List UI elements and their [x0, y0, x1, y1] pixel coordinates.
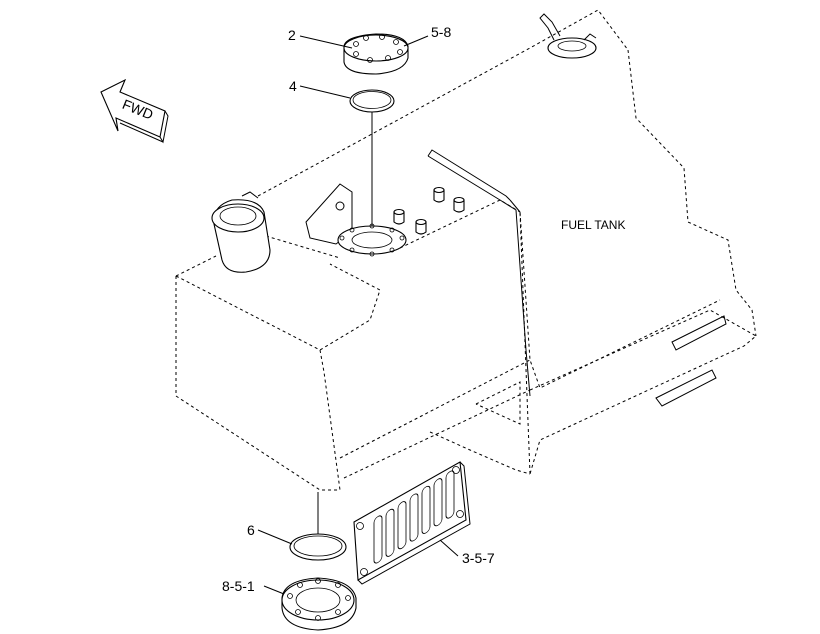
callout-5-8: 5-8	[431, 24, 451, 40]
leader-lines	[257, 35, 459, 595]
callout-4: 4	[289, 78, 297, 94]
gasket-part-4	[349, 89, 395, 113]
filler-neck	[211, 191, 271, 273]
gasket-part-6	[289, 533, 347, 561]
fuel-tank-body	[175, 9, 757, 491]
cover-plate-part-2	[343, 33, 409, 75]
callout-8-5-1: 8-5-1	[222, 578, 255, 594]
fuel-level-sender	[539, 13, 597, 59]
callout-3-5-7: 3-5-7	[462, 550, 495, 566]
fuel-tank-label: FUEL TANK	[561, 218, 625, 232]
tank-top-studs	[393, 186, 465, 235]
callout-2: 2	[288, 27, 296, 43]
fwd-arrow: FWD	[100, 78, 169, 144]
louvered-panel-part-3-5-7	[353, 461, 471, 585]
flange-ring-part-8-5-1	[281, 577, 357, 631]
top-access-opening	[337, 223, 407, 257]
callout-6: 6	[247, 522, 255, 538]
